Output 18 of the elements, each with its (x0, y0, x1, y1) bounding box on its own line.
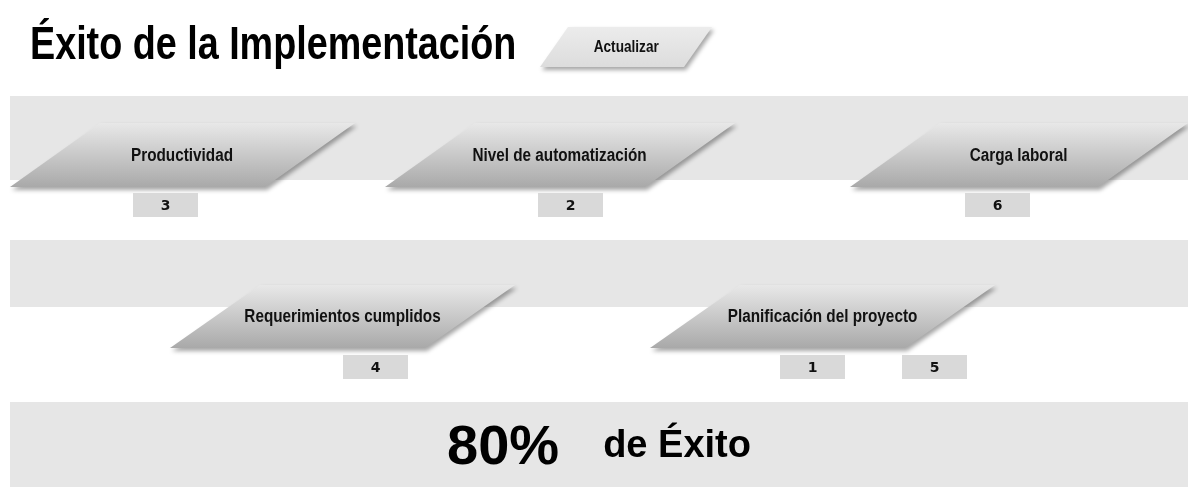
score-value: 5 (902, 355, 967, 379)
update-button: Actualizar (540, 27, 712, 67)
box-label: Requerimientos cumplidos (244, 306, 441, 327)
box-label: Productividad (131, 144, 234, 166)
parallelogram-box (850, 123, 1188, 187)
parallelogram-box (10, 123, 355, 187)
score-value: 3 (133, 193, 198, 217)
box-label: Planificación del proyecto (727, 306, 918, 327)
score-value: 6 (965, 193, 1030, 217)
result-band (10, 402, 1188, 487)
score-value: 4 (343, 355, 408, 379)
box-label: Carga laboral (970, 144, 1068, 166)
result-label: de Éxito (603, 423, 751, 466)
dashboard-title: Éxito de la Implementación (30, 16, 517, 70)
score-value: 1 (780, 355, 845, 379)
box-label: Nivel de automatización (472, 144, 648, 166)
percentage-value: 80% (447, 412, 560, 477)
score-value: 2 (538, 193, 603, 217)
